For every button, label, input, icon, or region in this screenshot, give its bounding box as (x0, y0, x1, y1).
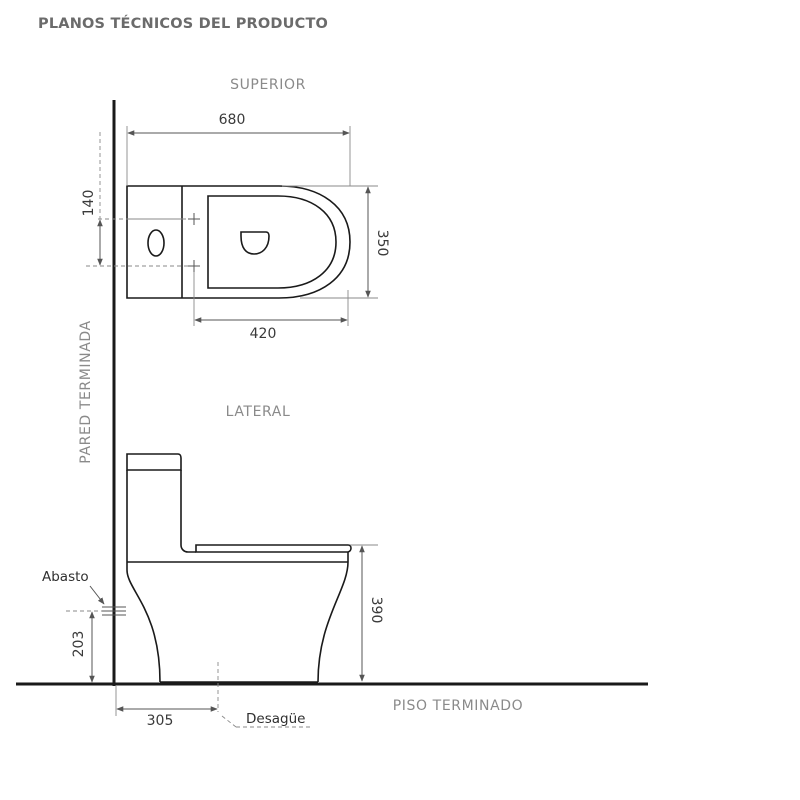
drain-label: Desagüe (246, 711, 305, 727)
tank-body-outline (126, 470, 196, 562)
flush-button-icon (147, 229, 165, 257)
dim-drain-offset: 305 (147, 713, 174, 729)
dim-seat-height: 390 (368, 597, 384, 624)
dim-supply-height: 203 (71, 631, 87, 658)
side-view: 390 Abasto 203 305 Desagüe (42, 453, 384, 729)
drain-leader (221, 715, 237, 728)
pedestal-back-curve (126, 562, 161, 683)
top-outline (126, 185, 351, 299)
wall-label: PARED TERMINADA (78, 320, 94, 463)
view-label-top: SUPERIOR (230, 77, 306, 93)
floor-label: PISO TERMINADO (393, 698, 524, 714)
top-view: 680 350 140 420 (81, 112, 390, 342)
seat-lid-side (195, 544, 352, 553)
mount-point-upper (188, 213, 200, 225)
dim-width: 680 (219, 112, 246, 128)
bowl-opening-outline (240, 231, 270, 255)
page-title: PLANOS TÉCNICOS DEL PRODUCTO (38, 16, 329, 32)
dim-seat-length: 420 (250, 326, 277, 342)
pedestal-front-curve (317, 561, 349, 683)
dim-depth: 350 (374, 230, 390, 257)
supply-leader (89, 585, 105, 605)
supply-label: Abasto (42, 569, 89, 585)
mount-point-lower (188, 260, 200, 272)
tank-lid-outline (126, 453, 182, 471)
seat-lid-outline (207, 195, 337, 289)
view-label-side: LATERAL (226, 404, 291, 420)
dim-mount-spacing: 140 (81, 190, 97, 217)
